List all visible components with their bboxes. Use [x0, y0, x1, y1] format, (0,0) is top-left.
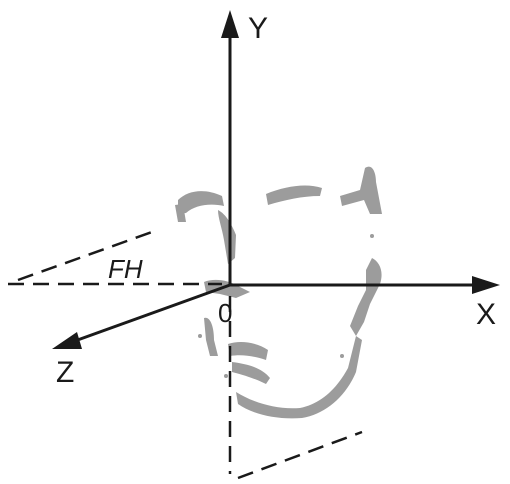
- face-image: [175, 166, 382, 419]
- z-axis-line: [71, 283, 231, 344]
- face-left-cheek: [204, 317, 218, 356]
- face-speckle: [198, 334, 202, 338]
- face-speckle: [340, 354, 344, 358]
- fh-plane-label: FH: [108, 254, 143, 284]
- face-nose-bridge: [218, 210, 236, 264]
- z-axis-arrowhead: [52, 332, 82, 349]
- face-right-eyebrow: [266, 185, 322, 205]
- face-chin-jaw: [236, 336, 362, 419]
- face-speckle: [370, 234, 374, 238]
- y-axis-arrowhead: [221, 10, 239, 38]
- face-lower-lip: [232, 362, 270, 384]
- y-axis-label: Y: [248, 12, 268, 45]
- x-axis-label: X: [476, 298, 496, 331]
- face-right-cheek: [350, 258, 382, 336]
- x-axis-arrowhead: [472, 276, 500, 294]
- origin-label: 0: [218, 298, 232, 328]
- face-left-eyebrow: [178, 191, 224, 214]
- face-speckle: [224, 374, 228, 378]
- face-left-temple: [175, 204, 186, 222]
- face-right-temple: [340, 166, 382, 214]
- face-nose-tip: [204, 279, 250, 298]
- face-upper-lip: [228, 342, 268, 360]
- z-axis-label: Z: [56, 356, 74, 389]
- lower-plane-dashed: [237, 430, 363, 480]
